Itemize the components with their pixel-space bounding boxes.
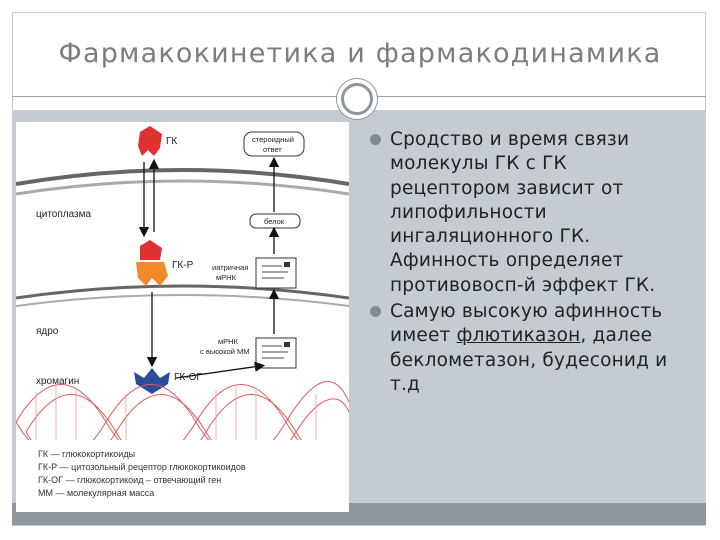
legend-line-2: ГК-Р — цитозольный рецептор глюкокортико… (38, 462, 246, 472)
label-steroid-response-1: стероидный (252, 135, 294, 144)
label-mrna-high-2: с высокой ММ (200, 347, 250, 356)
label-mrna-mature-1: иатричная (212, 263, 248, 272)
gk-og-gene-icon (134, 368, 170, 394)
legend-line-3: ГК-ОГ — глюкокортикоид – отвечающий ген (38, 475, 221, 485)
bullet-dot-icon (370, 134, 381, 145)
label-mrna-high-1: мРНК (218, 337, 239, 346)
mechanism-diagram-svg: ГК стероидный ответ цитоплазма белок ГК-… (16, 126, 349, 512)
gk-r-receptor-icon (136, 262, 168, 286)
steroid-response-box (243, 131, 305, 157)
bullet-text-underlined: флютиказон (456, 325, 581, 347)
legend-line-4: ММ — молекулярная масса (38, 488, 154, 498)
nuclear-membrane (16, 284, 349, 300)
label-cytoplasm: цитоплазма (36, 209, 92, 220)
nuclear-membrane-inner (16, 294, 349, 307)
bullet-item: Сродство и время связи молекулы ГК с ГК … (368, 128, 688, 298)
gk-r-ligand-icon (140, 240, 162, 260)
legend-line-1: ГК — глюкокортикоиды (38, 449, 135, 459)
gk-ligand-icon (138, 126, 162, 156)
arrow-gene-to-mrna (175, 361, 266, 379)
bullet-text-before: Самую высокую афинность имеет (390, 301, 663, 347)
mechanism-diagram: ГК стероидный ответ цитоплазма белок ГК-… (16, 122, 349, 512)
label-mrna-mature-2: мРНК (216, 273, 237, 282)
circle-ornament-icon (336, 78, 378, 120)
bullet-text-after: , далее беклометазон, будесонид и т.д (390, 325, 668, 395)
bullet-item: Самую высокую афинность имеет флютиказон… (368, 300, 688, 397)
label-gk-og: ГК-ОГ (174, 372, 202, 383)
label-nucleus: ядро (36, 326, 59, 337)
cell-membrane-inner (16, 179, 349, 196)
bullet-text: Сродство и время связи молекулы ГК с ГК … (390, 129, 656, 296)
label-steroid-response-2: ответ (263, 145, 282, 154)
cell-membrane (16, 168, 349, 186)
label-gk-r: ГК-Р (172, 260, 194, 271)
bullet-dot-icon (370, 306, 381, 318)
bullet-list: Сродство и время связи молекулы ГК с ГК … (368, 128, 688, 399)
label-protein: белок (264, 217, 285, 226)
label-gk: ГК (166, 136, 177, 147)
label-chromatin: хромагин (36, 376, 79, 387)
slide-title: Фармакокинетика и фармакодинамика (58, 38, 662, 69)
mrna-mature-doc-icon (255, 257, 297, 289)
